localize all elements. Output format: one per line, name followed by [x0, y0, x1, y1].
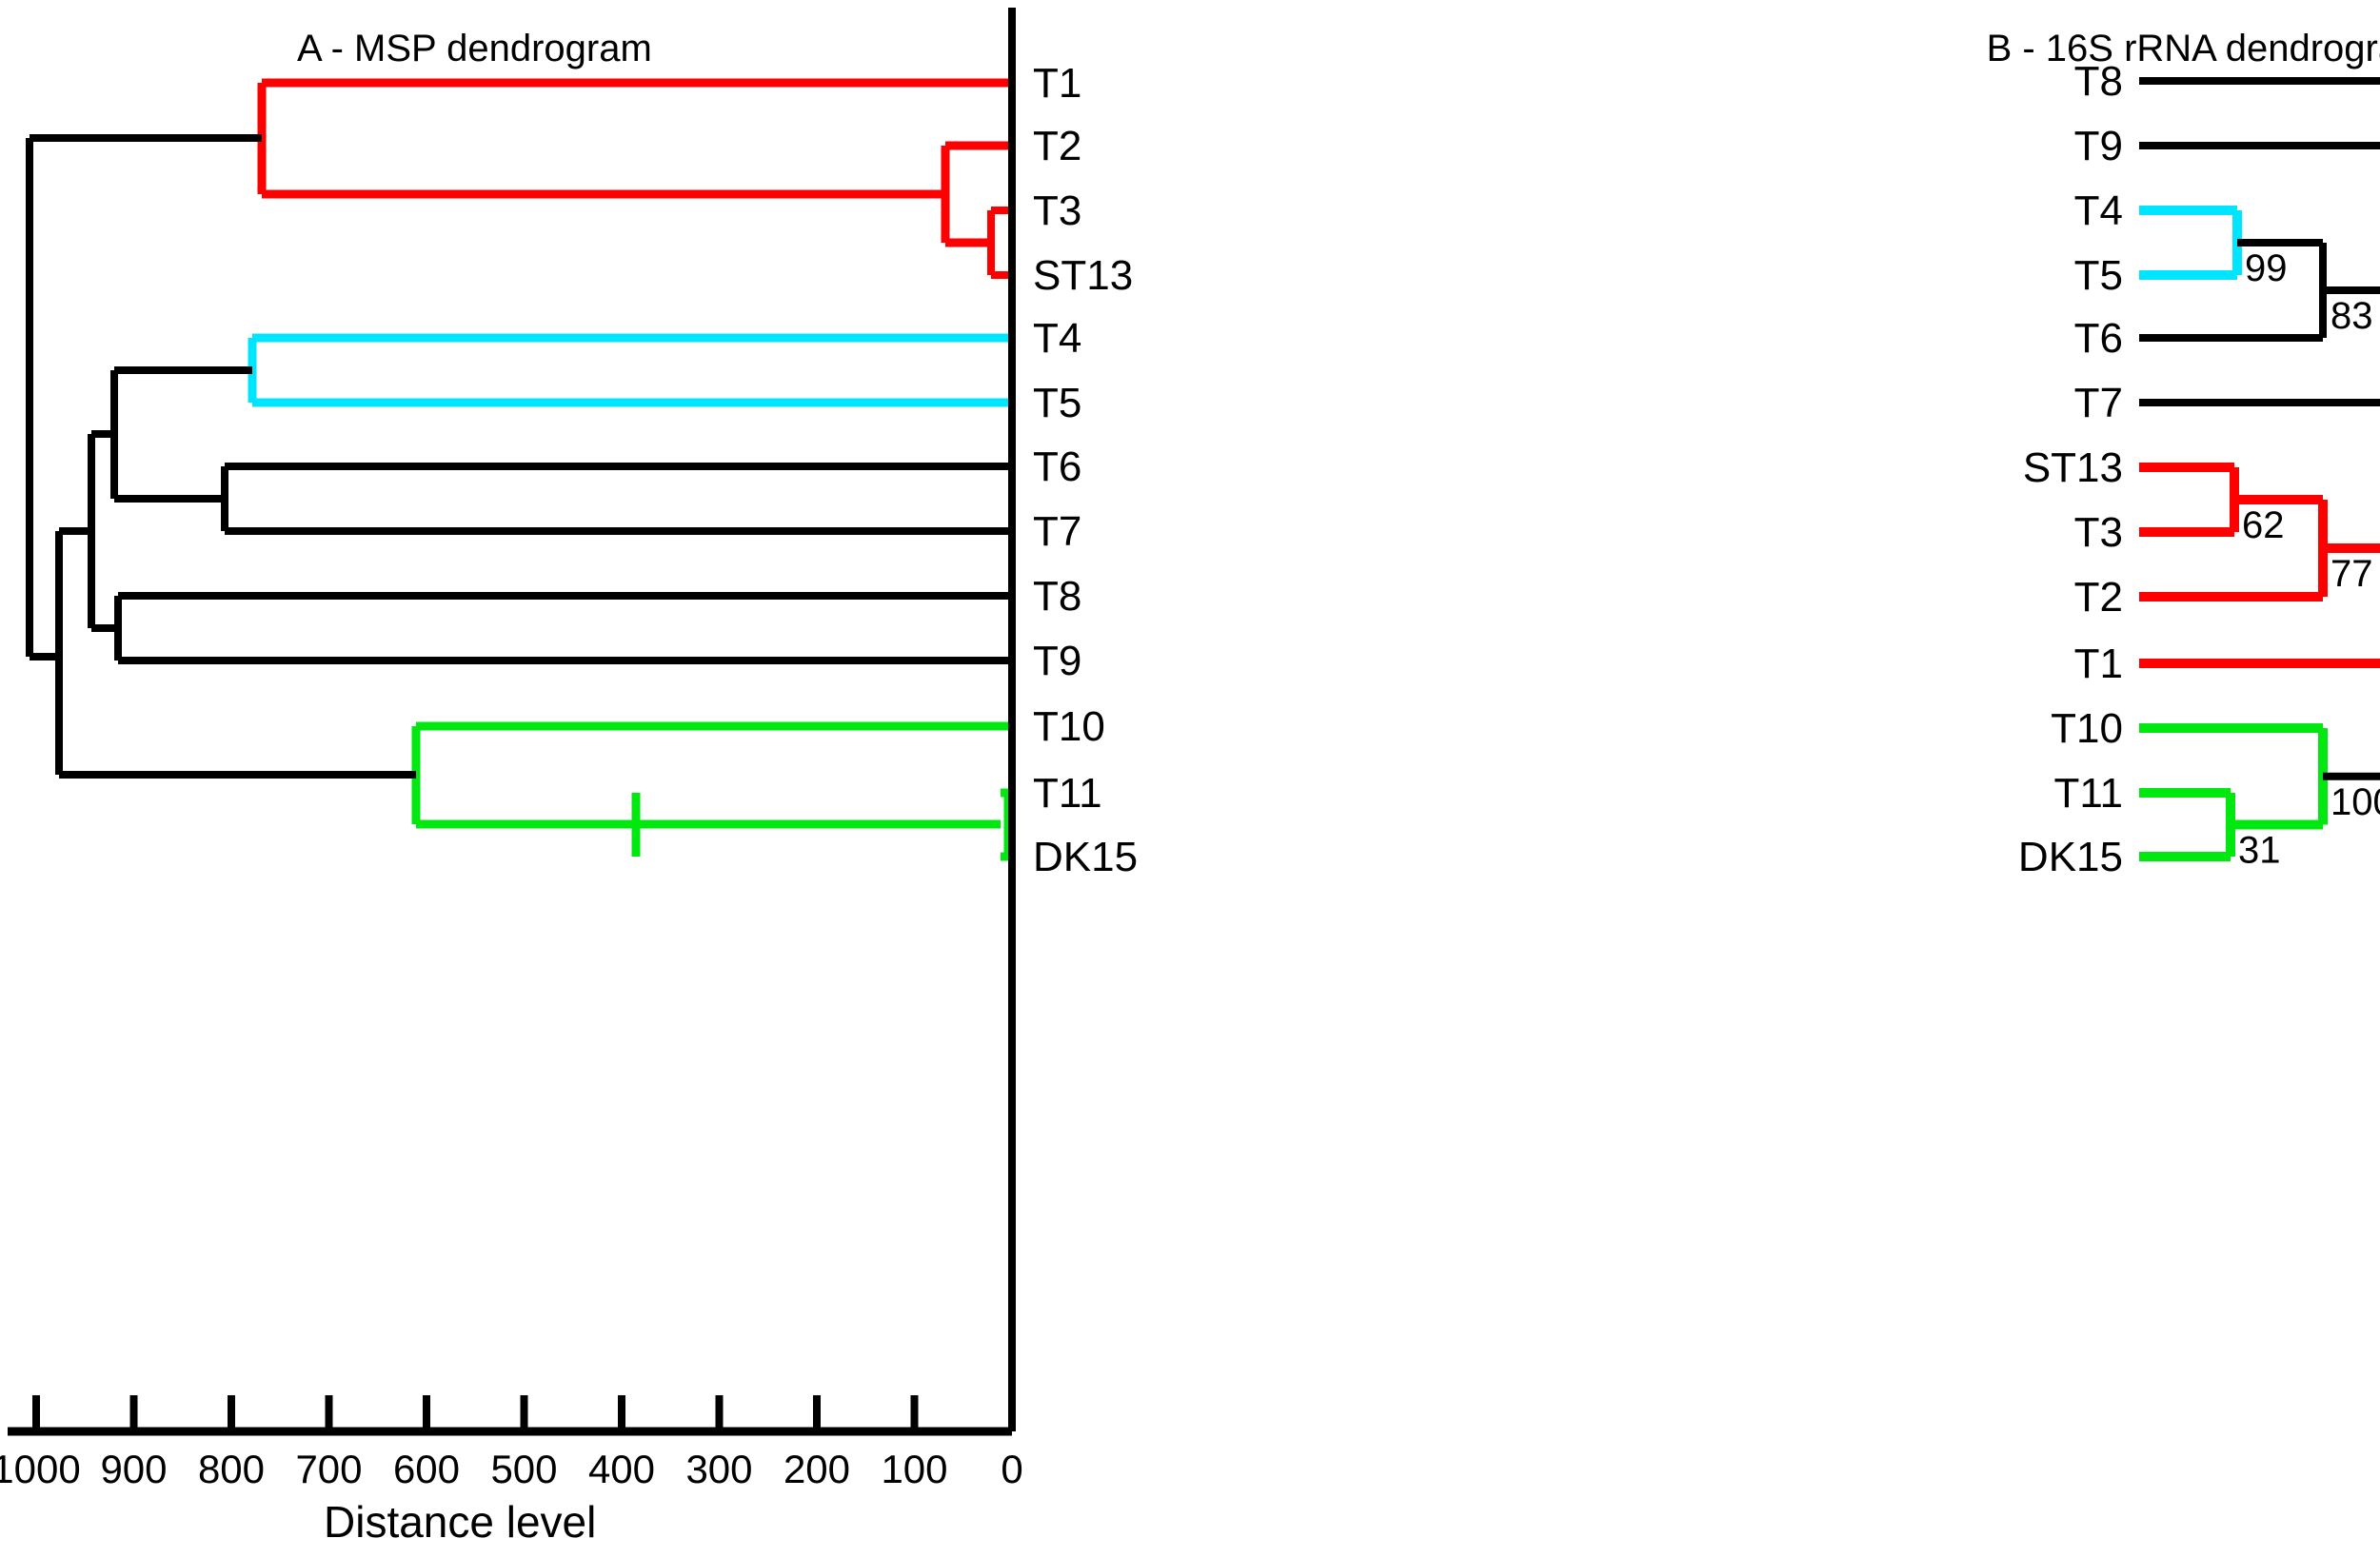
tip-label-st13: ST13 [1033, 252, 1133, 299]
bootstrap-value: 83 [2330, 295, 2373, 337]
axis-tick-label: 400 [588, 1447, 655, 1491]
axis-tick-label: 800 [198, 1447, 265, 1491]
bootstrap-value: 77 [2330, 553, 2373, 595]
panel-a-title: A - MSP dendrogram [297, 28, 652, 69]
bootstrap-value: 100 [2330, 781, 2380, 823]
axis-tick-label: 700 [295, 1447, 362, 1491]
tip-label-t4: T4 [2074, 187, 2123, 234]
axis-tick-label: 500 [490, 1447, 557, 1491]
tip-label-t7: T7 [2074, 380, 2123, 426]
tip-label-t8: T8 [2074, 58, 2123, 105]
tip-label-t6: T6 [1033, 444, 1081, 490]
tip-label-t3: T3 [2074, 509, 2123, 556]
panel-a-ticks [32, 1395, 919, 1431]
tip-label-t7: T7 [1033, 508, 1081, 555]
bootstrap-value: 99 [2245, 247, 2288, 289]
tip-label-t10: T10 [1033, 703, 1105, 750]
axis-tick-label: 200 [783, 1447, 850, 1491]
tip-label-t4: T4 [1033, 315, 1081, 362]
panel-b: B - 16S rRNA dendrogram T8T9T4T5T6T7ST13… [1987, 28, 2380, 880]
panel-b-bootstrap-labels: 998353626277648010031 [2238, 247, 2380, 872]
tip-label-t11: T11 [2053, 770, 2123, 817]
tip-label-dk15: DK15 [1033, 834, 1138, 880]
axis-tick-label: 100 [881, 1447, 947, 1491]
tip-label-t5: T5 [2074, 252, 2123, 299]
panel-a-branches [26, 78, 1016, 861]
axis-tick-label: 600 [393, 1447, 460, 1491]
tip-label-dk15: DK15 [2018, 834, 2123, 880]
panel-a-axis-title: Distance level [324, 1497, 596, 1547]
tip-label-t1: T1 [2074, 641, 2123, 687]
tip-label-t2: T2 [1033, 123, 1081, 169]
tip-label-t9: T9 [1033, 638, 1081, 684]
axis-tick-label: 0 [1001, 1447, 1022, 1491]
bootstrap-value: 62 [2242, 504, 2285, 546]
tip-label-t2: T2 [2074, 574, 2123, 621]
tip-label-t5: T5 [1033, 380, 1081, 426]
tip-label-t1: T1 [1033, 60, 1081, 107]
tip-label-t8: T8 [1033, 573, 1081, 620]
tip-label-t11: T11 [1033, 770, 1102, 817]
bootstrap-value: 31 [2238, 830, 2281, 872]
axis-tick-label: 1000 [0, 1447, 81, 1491]
axis-tick-label: 900 [100, 1447, 167, 1491]
tip-label-t9: T9 [2074, 123, 2123, 169]
panel-b-branches [2139, 77, 2380, 861]
tip-label-t10: T10 [2051, 705, 2123, 752]
panel-b-title: B - 16S rRNA dendrogram [1987, 28, 2380, 69]
tip-label-t3: T3 [1033, 187, 1081, 234]
tip-label-st13: ST13 [2023, 444, 2123, 491]
axis-tick-label: 300 [685, 1447, 752, 1491]
tip-label-t6: T6 [2074, 315, 2123, 362]
